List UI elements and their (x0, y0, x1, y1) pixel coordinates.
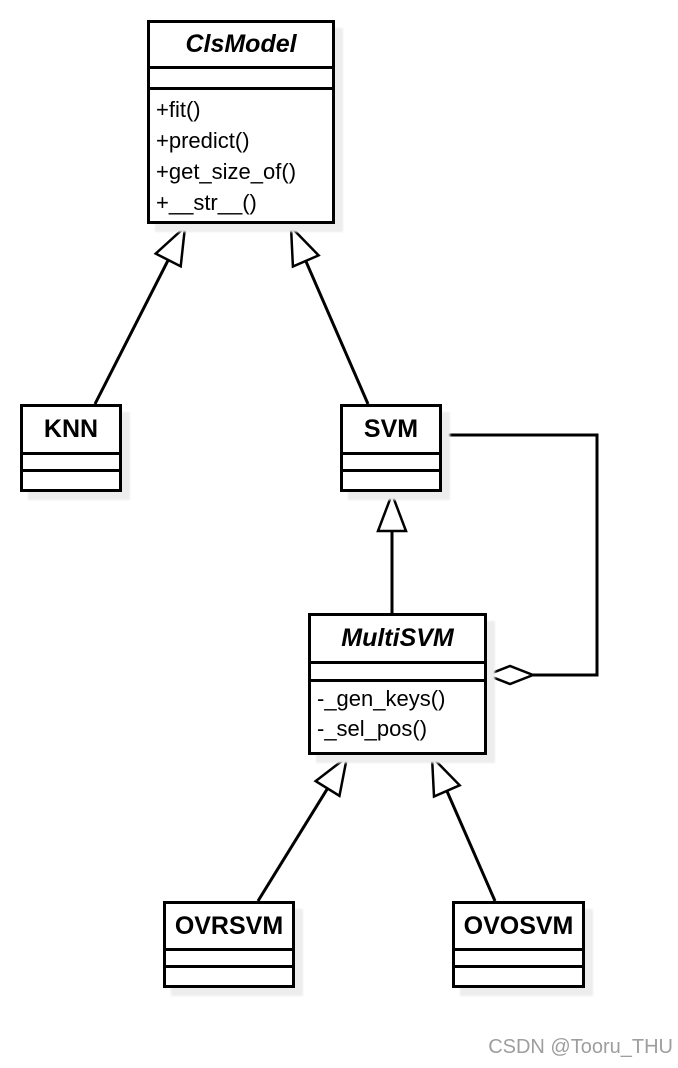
svm-attributes-compartment (343, 455, 439, 472)
clsmodel-attributes-compartment (150, 69, 332, 90)
class-box-clsmodel: ClsModel +fit() +predict() +get_size_of(… (147, 20, 335, 224)
class-name-ovrsvm: OVRSVM (166, 904, 292, 951)
ovrsvm-attributes-compartment (166, 951, 292, 968)
class-name-knn: KNN (23, 407, 119, 455)
method-fit: +fit() (156, 97, 201, 122)
generalization-line (304, 260, 370, 405)
generalization-line (445, 790, 497, 902)
ovosvm-attributes-compartment (455, 951, 582, 968)
aggregation-line (442, 433, 599, 677)
class-name-multisvm: MultiSVM (311, 616, 484, 664)
method-sel-pos: -_sel_pos() (317, 716, 428, 741)
method-predict: +predict() (156, 128, 250, 153)
generalization-line (93, 259, 170, 405)
hollow-triangle-arrowhead (430, 753, 462, 799)
hollow-triangle-arrowhead (289, 223, 321, 269)
class-box-multisvm: MultiSVM -_gen_keys() -_sel_pos() (308, 613, 487, 755)
multisvm-attributes-compartment (311, 664, 484, 682)
ovrsvm-methods-compartment (166, 968, 292, 985)
class-box-ovrsvm: OVRSVM (163, 901, 295, 988)
multisvm-methods-compartment: -_gen_keys() -_sel_pos() (311, 682, 484, 752)
clsmodel-methods-compartment: +fit() +predict() +get_size_of() +__str_… (150, 90, 332, 221)
svm-methods-compartment (343, 472, 439, 489)
class-box-ovosvm: OVOSVM (452, 901, 585, 988)
method-get-size-of: +get_size_of() (156, 159, 297, 184)
ovosvm-methods-compartment (455, 968, 582, 985)
knn-attributes-compartment (23, 455, 119, 472)
class-box-svm: SVM (340, 404, 442, 492)
class-name-ovosvm: OVOSVM (455, 904, 582, 951)
class-name-clsmodel: ClsModel (150, 23, 332, 69)
class-name-svm: SVM (343, 407, 439, 455)
hollow-triangle-arrowhead (313, 753, 349, 798)
hollow-diamond-aggregation (483, 664, 537, 686)
method-str: +__str__() (156, 190, 257, 215)
class-box-knn: KNN (20, 404, 122, 492)
csdn-watermark: CSDN @Tooru_THU (488, 1036, 673, 1058)
hollow-triangle-arrowhead (153, 223, 187, 269)
method-gen-keys: -_gen_keys() (317, 686, 446, 711)
generalization-line (256, 787, 329, 902)
hollow-triangle-arrowhead (376, 490, 408, 533)
knn-methods-compartment (23, 472, 119, 489)
